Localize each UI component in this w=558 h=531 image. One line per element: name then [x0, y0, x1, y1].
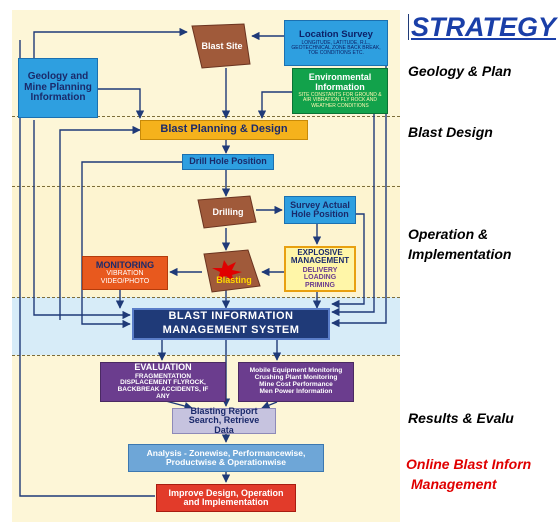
blasting-label: Blasting [216, 275, 252, 286]
strategy-heading: STRATEGY [408, 10, 558, 46]
band-divider [12, 355, 400, 356]
drilling-shape [197, 195, 257, 229]
strategy-heading-text: STRATEGY [411, 12, 557, 42]
evaluation-title: EVALUATION [134, 362, 192, 373]
blast-site-node: Blast Site [198, 32, 246, 62]
drilling-node: Drilling [204, 202, 252, 224]
arrow-env-to-planning [257, 91, 292, 119]
evaluation-node: EVALUATION FRAGMENTATION DISPLACEMENT FL… [100, 362, 226, 402]
blasting-node: Blasting [214, 274, 254, 288]
survey-actual-label: Survey Actual Hole Position [290, 199, 350, 219]
drilling-label: Drilling [212, 207, 244, 218]
bims-line2: MANAGEMENT SYSTEM [162, 324, 300, 336]
strategy-item-geology: Geology & Plan [408, 63, 512, 79]
strategy-text-cursor [408, 14, 409, 40]
location-survey-title: Location Survey [299, 28, 373, 40]
mobile-line3: Mine Cost Performance [259, 381, 333, 388]
arrow-surveyactual-to-bims [331, 213, 365, 309]
strategy-item-operation: Operation & [408, 226, 489, 242]
blast-planning-node: Blast Planning & Design [140, 120, 308, 140]
band-divider [12, 116, 400, 117]
mobile-line1: Mobile Equipment Monitoring [249, 367, 343, 375]
arrow-mobile-to-report [261, 401, 278, 410]
location-survey-node: Location Survey LONGITUDE, LATITUDE, R.L… [284, 20, 388, 66]
mobile-line4: Men Power Information [259, 387, 333, 395]
analysis-label: Analysis - Zonewise, Performancewise, Pr… [146, 448, 306, 467]
arrow-feedback-loop [19, 40, 155, 497]
drill-hole-label: Drill Hole Position [189, 156, 267, 167]
connector-lines [19, 23, 387, 497]
online-label-line2: Management [411, 476, 497, 492]
monitoring-node: MONITORING VIBRATION VIDEO/PHOTO [82, 256, 168, 290]
mobile-monitoring-node: Mobile Equipment Monitoring Crushing Pla… [238, 362, 354, 402]
online-label-line1: Online Blast Inforn [406, 456, 532, 472]
band-divider [12, 297, 400, 298]
strategy-item-results: Results & Evalu [408, 410, 514, 426]
monitoring-title: MONITORING [95, 259, 155, 270]
explosive-title: EXPLOSIVE MANAGEMENT [290, 248, 350, 266]
drill-hole-node: Drill Hole Position [182, 154, 274, 170]
arrow-survey-to-bims [331, 46, 387, 328]
arrow-bims-to-planning [59, 125, 141, 320]
bims-line1: BLAST INFORMATION [168, 310, 294, 323]
blast-site-shape [191, 23, 251, 69]
arrow-loop-to-site [33, 27, 188, 58]
blasting-report-node: Blasting Report Search, Retrieve Data [172, 405, 276, 435]
improve-node: Improve Design, Operation and Implementa… [156, 484, 296, 512]
blast-planning-label: Blast Planning & Design [160, 123, 288, 136]
blast-management-flowchart: Blast Site Location Survey LONGITUDE, LA… [12, 10, 400, 522]
arrow-env-to-bims [331, 104, 375, 317]
explosive-details: DELIVERY LOADING PRIMING [302, 266, 338, 289]
blasting-report-label: Blasting Report Search, Retrieve Data [188, 405, 260, 435]
band-divider [12, 186, 400, 187]
arrow-geology-to-bims [33, 120, 131, 320]
strategy-item-implementation: Implementation [408, 246, 512, 262]
arrow-drillhole-to-bims [81, 161, 182, 329]
arrow-geology-to-planning [97, 88, 145, 119]
explosion-icon [212, 260, 242, 282]
mobile-line2: Crushing Plant Monitoring [254, 374, 338, 382]
explosive-node: EXPLOSIVE MANAGEMENT DELIVERY LOADING PR… [284, 246, 356, 292]
geology-label: Geology and Mine Planning Information [24, 71, 92, 104]
bims-node: BLAST INFORMATION MANAGEMENT SYSTEM [132, 308, 330, 340]
evaluation-details: FRAGMENTATION DISPLACEMENT FLYROCK, BACK… [117, 372, 209, 401]
environmental-node: Environmental Information SITE CONSTANTS… [292, 68, 388, 114]
environmental-details: SITE CONSTANTS FOR GROUND & AIR VIBRATIO… [298, 92, 382, 109]
improve-label: Improve Design, Operation and Implementa… [168, 487, 284, 507]
survey-actual-node: Survey Actual Hole Position [284, 196, 356, 224]
blast-site-label: Blast Site [201, 41, 243, 52]
geology-node: Geology and Mine Planning Information [18, 58, 98, 118]
analysis-node: Analysis - Zonewise, Performancewise, Pr… [128, 444, 324, 472]
environmental-title: Environmental Information [308, 72, 372, 92]
location-survey-details: LONGITUDE, LATITUDE, R.L., GEOTECHNICAL … [291, 39, 381, 57]
strategy-item-blast-design: Blast Design [408, 124, 493, 140]
monitoring-details: VIBRATION VIDEO/PHOTO [100, 270, 150, 285]
